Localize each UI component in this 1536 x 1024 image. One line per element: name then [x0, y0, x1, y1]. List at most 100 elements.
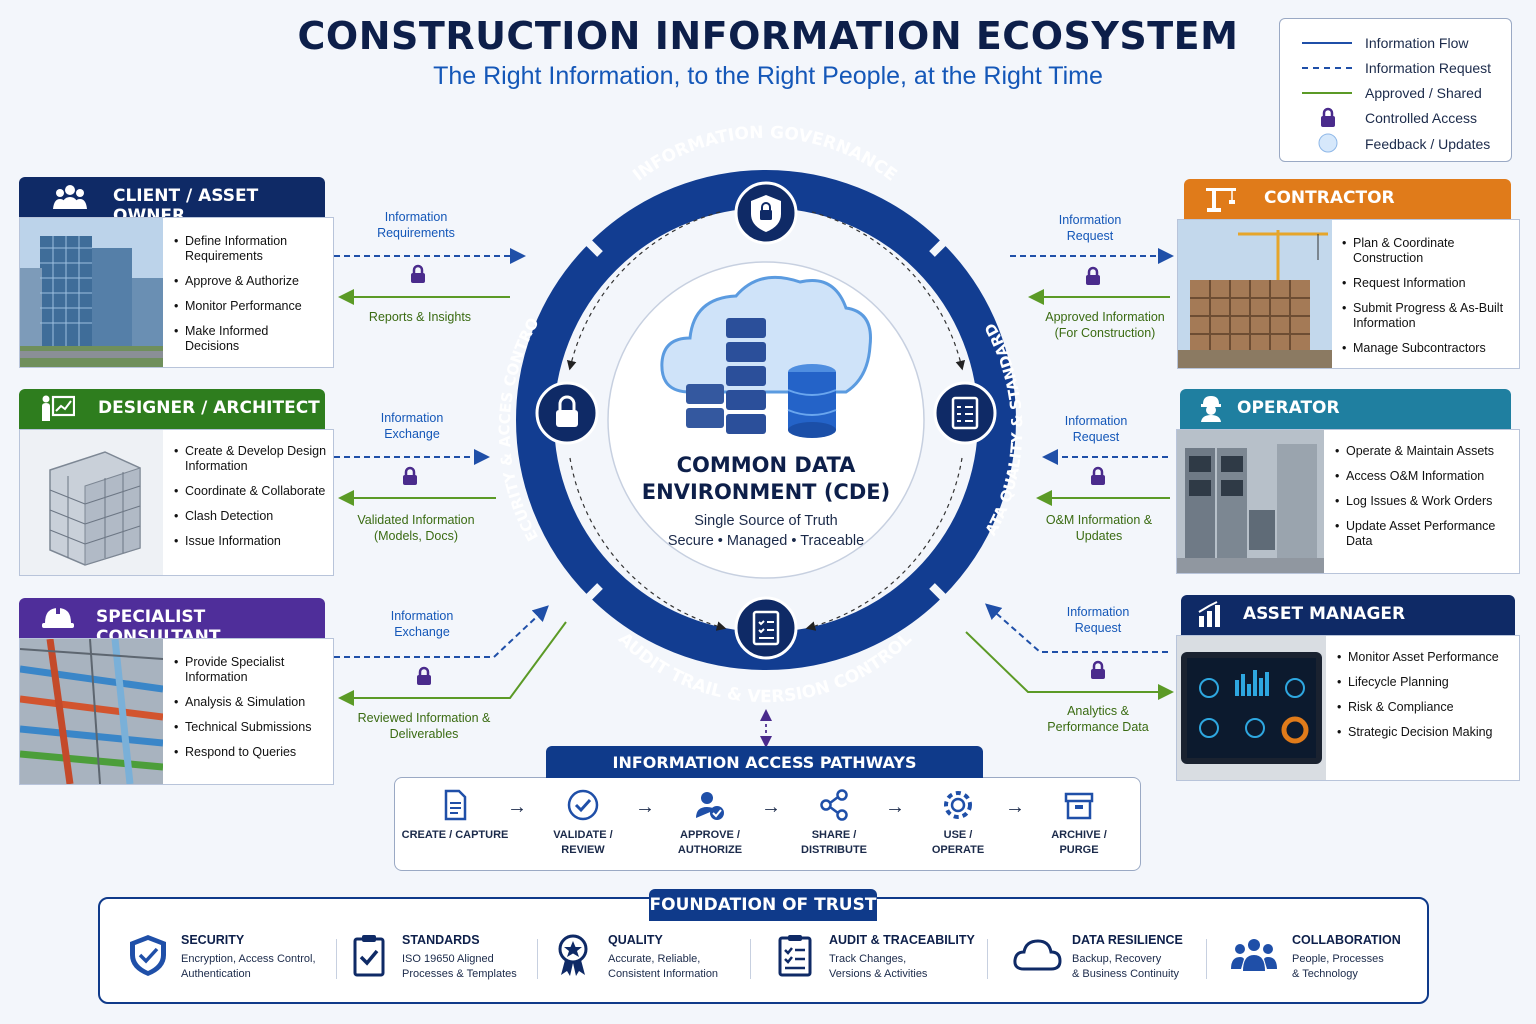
- arrow-right-icon: →: [635, 796, 655, 818]
- checklist-node-icon: [933, 381, 997, 445]
- lock-icon: [411, 264, 425, 283]
- list-item: Issue Information: [174, 534, 329, 549]
- foundation-desc: People, Processes& Technology: [1292, 953, 1384, 980]
- construction-site-image: [1178, 220, 1332, 368]
- user-check-icon: [696, 792, 724, 820]
- arrow-right-icon: →: [761, 796, 781, 818]
- legend-item: Controlled Access: [1280, 107, 1511, 129]
- panel-list: Operate & Maintain Assets Access O&M Inf…: [1335, 444, 1515, 559]
- hard-hat-icon: [42, 606, 74, 628]
- foundation-desc: Track Changes,Versions & Activities: [829, 953, 928, 980]
- page-subtitle: The Right Information, to the Right Peop…: [433, 62, 1103, 90]
- legend-label: Controlled Access: [1365, 110, 1478, 126]
- list-item: Update Asset Performance Data: [1335, 519, 1515, 549]
- list-item: Clash Detection: [174, 509, 329, 524]
- plant-room-image: [1177, 430, 1324, 573]
- list-item: Lifecycle Planning: [1337, 675, 1515, 690]
- legend-item: Approved / Shared: [1280, 82, 1511, 104]
- clipboard-check-icon: [353, 935, 385, 977]
- panel-client: Define Information Requirements Approve …: [19, 217, 334, 368]
- mep-pipes-image: [20, 639, 163, 784]
- panel-header-designer: DESIGNER / ARCHITECT: [19, 389, 325, 429]
- legend-item: Information Request: [1280, 57, 1511, 79]
- list-item: Define Information Requirements: [174, 234, 326, 264]
- panel-operator: Operate & Maintain Assets Access O&M Inf…: [1176, 429, 1520, 574]
- foundation-title: FOUNDATION OF TRUST: [649, 889, 877, 921]
- pathway-step: CREATE / CAPTURE: [400, 788, 510, 843]
- flow-label: Validated Information (Models, Docs): [357, 513, 475, 543]
- list-item: Provide Specialist Information: [174, 655, 329, 685]
- step-label: PURGE: [1059, 844, 1099, 856]
- list-item: Respond to Queries: [174, 745, 329, 760]
- flow-label: Information Exchange: [380, 411, 444, 441]
- step-label: CREATE / CAPTURE: [401, 829, 509, 841]
- flow-label: Reports & Insights: [368, 310, 472, 324]
- panel-list: Plan & Coordinate Construction Request I…: [1342, 236, 1512, 366]
- foundation-desc: Accurate, Reliable,Consistent Informatio…: [608, 953, 719, 980]
- flow-label: Information Request: [1064, 414, 1128, 444]
- legend-label: Information Request: [1365, 60, 1492, 76]
- list-item: Request Information: [1342, 276, 1512, 291]
- clipboard-node-icon: [734, 596, 798, 660]
- list-item: Approve & Authorize: [174, 274, 326, 289]
- step-label: USE /: [943, 829, 973, 841]
- step-label: AUTHORIZE: [677, 844, 743, 856]
- architect-board-icon: [42, 395, 75, 421]
- panel-header-specialist: SPECIALIST CONSULTANT: [19, 598, 325, 647]
- list-item: Risk & Compliance: [1337, 700, 1515, 715]
- panel-title: CONTRACTOR: [1264, 188, 1395, 208]
- lock-icon: [417, 666, 431, 685]
- divider: [537, 939, 538, 979]
- pathways-title: INFORMATION ACCESS PATHWAYS: [546, 746, 983, 778]
- flow-label: Information Request: [1066, 605, 1130, 635]
- divider: [750, 939, 751, 979]
- foundation-heading: STANDARDS: [402, 933, 480, 947]
- legend-item: Feedback / Updates: [1280, 133, 1511, 155]
- lock-icon: [1091, 466, 1105, 485]
- pathway-step: USE / OPERATE: [903, 788, 1013, 858]
- cde-sub-line: Secure • Managed • Traceable: [667, 533, 865, 549]
- bar-chart-icon: [1198, 601, 1220, 627]
- step-label: APPROVE /: [680, 829, 740, 841]
- dashboard-tablet-image: [1177, 636, 1326, 780]
- foundation-desc: Encryption, Access Control,Authenticatio…: [181, 953, 316, 980]
- panel-list: Define Information Requirements Approve …: [174, 234, 326, 364]
- solid-line-icon: [1302, 42, 1352, 44]
- list-item: Monitor Asset Performance: [1337, 650, 1515, 665]
- flow-label: Information Exchange: [390, 609, 454, 639]
- step-label: OPERATE: [931, 844, 985, 856]
- flow-label: Reviewed Information & Deliverables: [357, 711, 491, 741]
- panel-list: Monitor Asset Performance Lifecycle Plan…: [1337, 650, 1515, 750]
- checklist-icon: [778, 935, 812, 977]
- panel-contractor: Plan & Coordinate Construction Request I…: [1177, 219, 1520, 369]
- list-item: Strategic Decision Making: [1337, 725, 1515, 740]
- page-title: CONSTRUCTION INFORMATION ECOSYSTEM: [297, 14, 1239, 58]
- foundation-desc: Backup, Recovery& Business Continuity: [1072, 953, 1179, 980]
- divider: [1206, 939, 1207, 979]
- panel-asset-manager: Monitor Asset Performance Lifecycle Plan…: [1176, 635, 1520, 781]
- green-line-icon: [1302, 92, 1352, 94]
- step-label: ARCHIVE /: [1051, 829, 1107, 841]
- cloud-icon: [1013, 939, 1062, 971]
- flow-label: Approved Information (For Construction): [1045, 310, 1165, 340]
- list-item: Make Informed Decisions: [174, 324, 326, 354]
- shield-lock-icon: [734, 181, 798, 245]
- crane-icon: [1206, 188, 1236, 212]
- panel-designer: Create & Develop Design Information Coor…: [19, 429, 334, 576]
- foundation-heading: DATA RESILIENCE: [1072, 933, 1183, 947]
- panel-header-asset-manager: ASSET MANAGER: [1181, 595, 1515, 635]
- legend-label: Feedback / Updates: [1365, 136, 1491, 152]
- list-item: Monitor Performance: [174, 299, 326, 314]
- foundation-heading: AUDIT & TRACEABILITY: [829, 933, 975, 947]
- flow-label: O&M Information & Updates: [1045, 513, 1153, 543]
- panel-list: Provide Specialist Information Analysis …: [174, 655, 329, 770]
- document-icon: [444, 789, 467, 821]
- pathway-step: APPROVE / AUTHORIZE: [655, 788, 765, 858]
- cloud-server-icon: [660, 275, 872, 438]
- shield-check-icon: [130, 935, 166, 976]
- panel-title: ASSET MANAGER: [1243, 604, 1406, 624]
- circle-icon: [1318, 133, 1338, 153]
